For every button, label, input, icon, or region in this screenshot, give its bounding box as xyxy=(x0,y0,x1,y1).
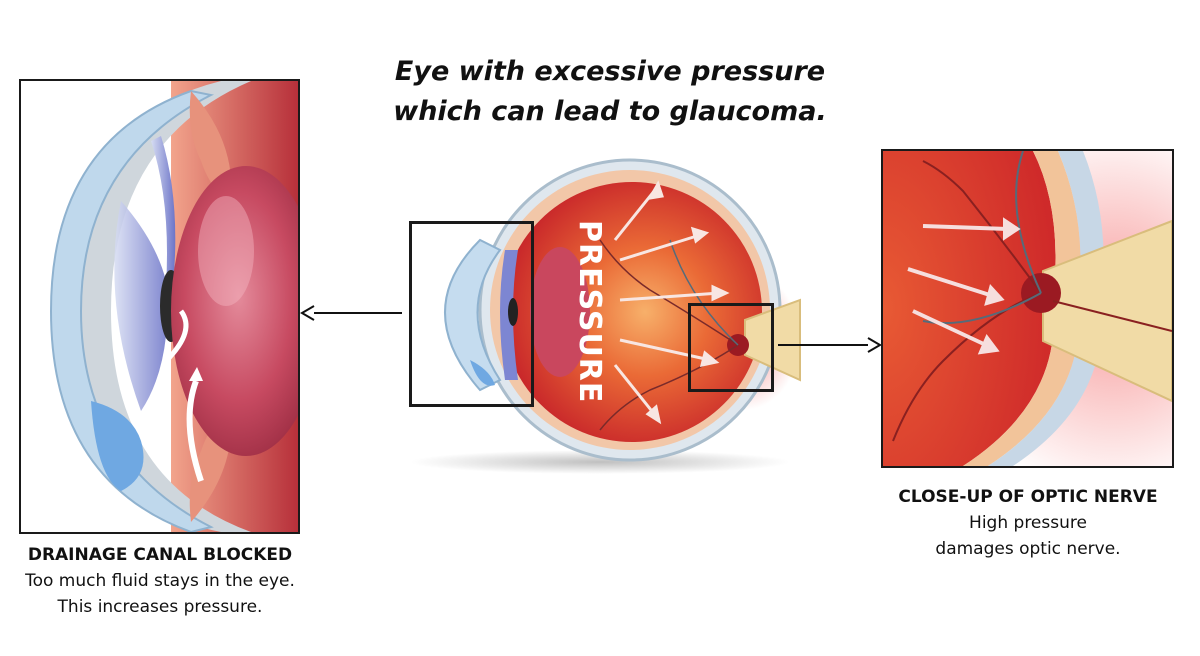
drainage-closeup-panel xyxy=(19,79,300,534)
optic-nerve-caption-line-2: damages optic nerve. xyxy=(935,539,1121,559)
optic-nerve-caption-heading: CLOSE-UP OF OPTIC NERVE xyxy=(898,487,1158,507)
title-line-1: Eye with excessive pressure xyxy=(394,56,826,87)
arrow-to-drainage-panel xyxy=(300,305,402,321)
diagram-title: Eye with excessive pressure which can le… xyxy=(330,52,890,132)
drainage-closeup-illustration xyxy=(21,81,298,532)
drainage-caption-line-1: Too much fluid stays in the eye. xyxy=(25,571,295,591)
pressure-label: PRESSURE xyxy=(572,220,607,403)
drainage-caption-heading: DRAINAGE CANAL BLOCKED xyxy=(27,545,293,565)
optic-nerve-closeup-panel xyxy=(881,149,1174,468)
optic-nerve-caption-line-1: High pressure xyxy=(969,513,1087,533)
drainage-caption-line-2: This increases pressure. xyxy=(57,597,263,617)
optic-nerve-caption: CLOSE-UP OF OPTIC NERVE High pressure da… xyxy=(868,484,1188,562)
optic-nerve-highlight-box xyxy=(688,303,774,392)
optic-nerve-closeup-illustration xyxy=(883,151,1172,466)
drainage-highlight-box xyxy=(409,221,534,407)
drainage-caption: DRAINAGE CANAL BLOCKED Too much fluid st… xyxy=(0,542,320,620)
arrow-to-optic-nerve-panel xyxy=(778,337,882,353)
title-line-2: which can lead to glaucoma. xyxy=(393,96,827,127)
